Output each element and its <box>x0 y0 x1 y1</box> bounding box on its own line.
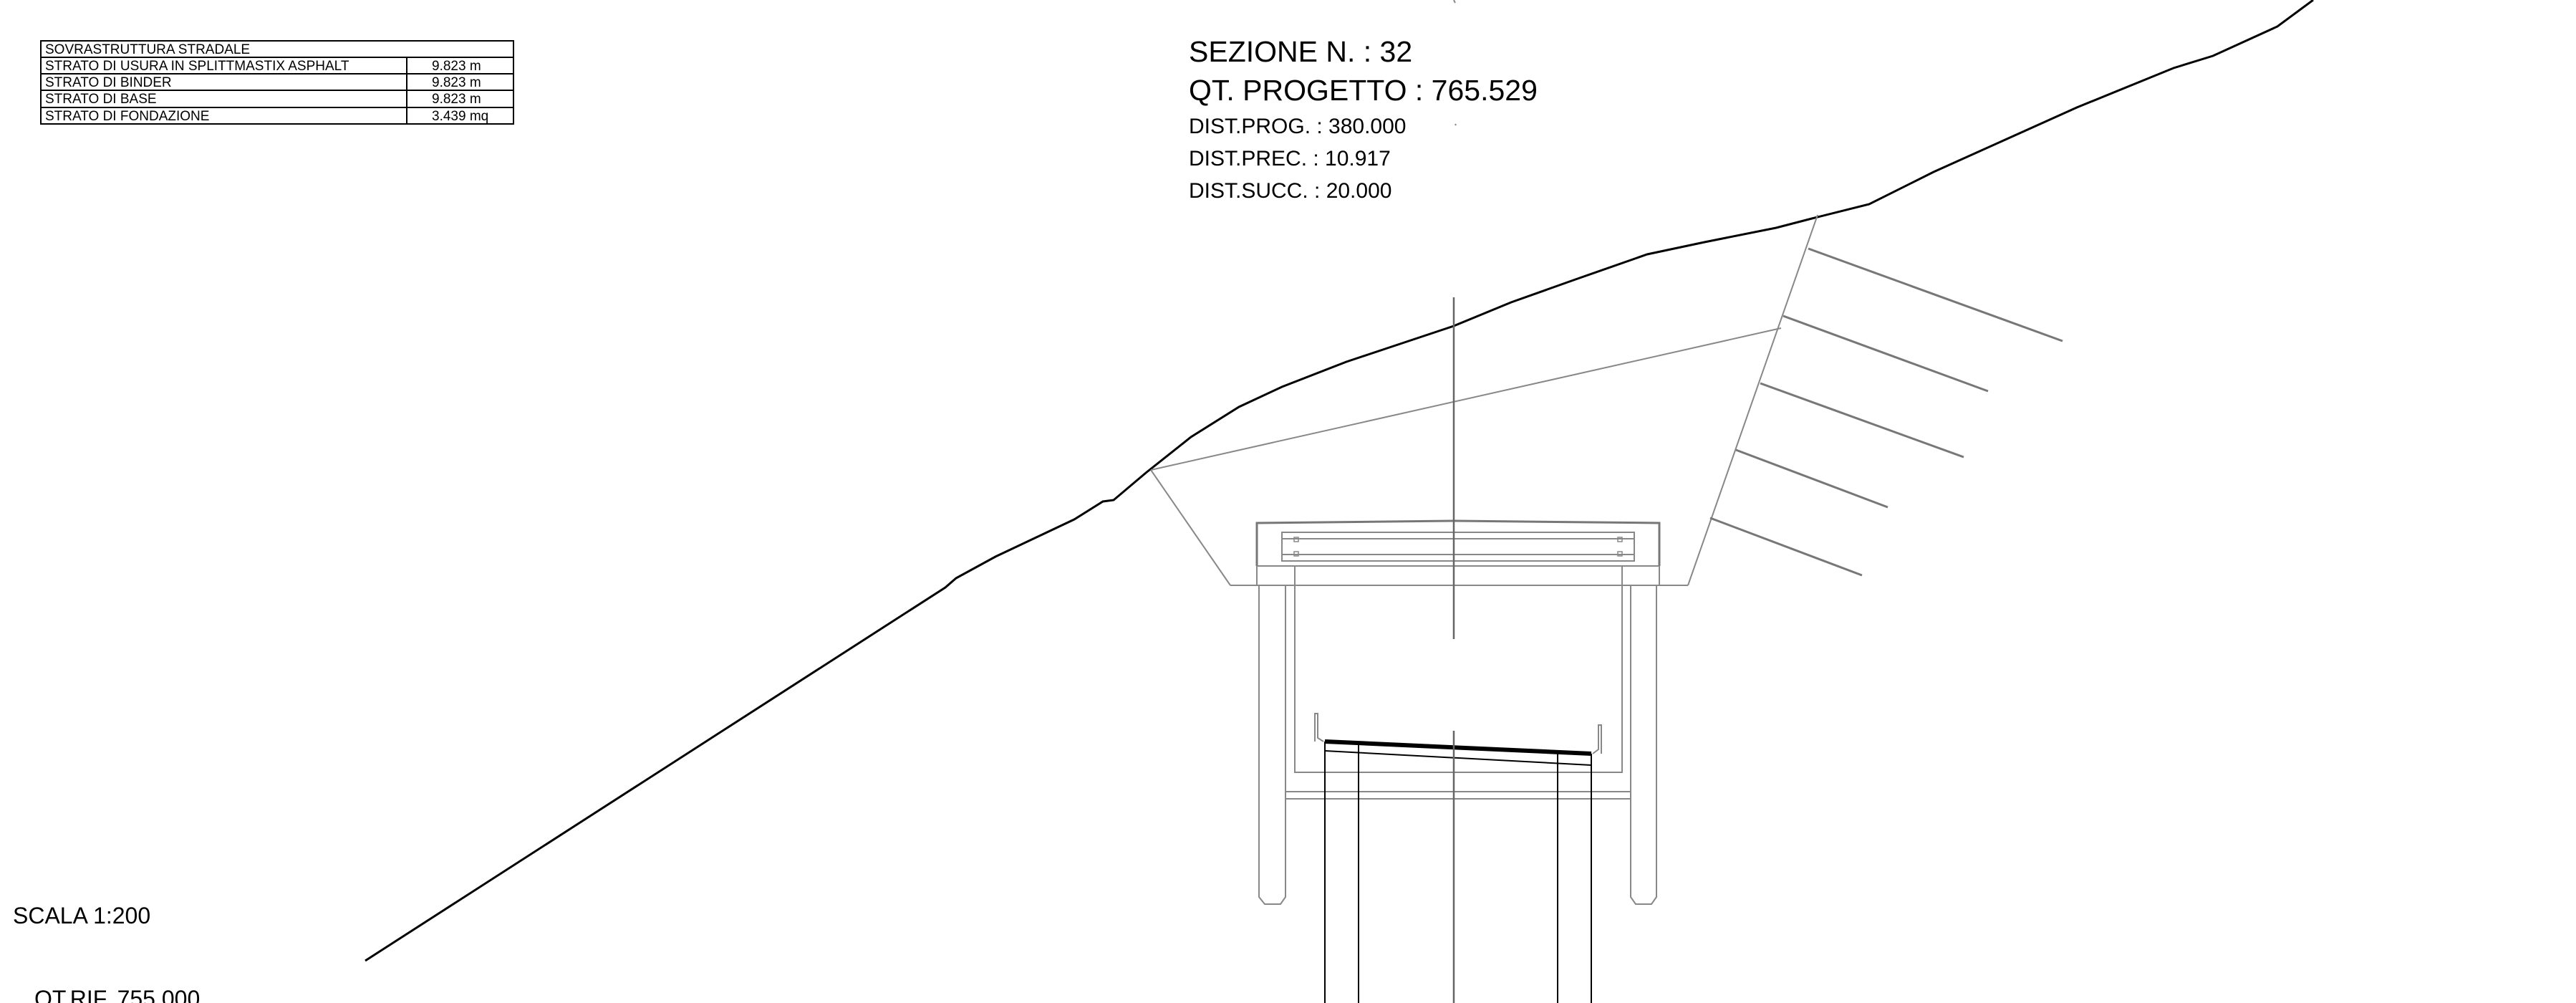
left-parapet <box>1314 713 1324 742</box>
lower-deck <box>1285 713 1631 1003</box>
right-cut-slope <box>1687 214 1818 586</box>
section-number: SEZIONE N. : 32 <box>1189 35 1412 68</box>
top-slab <box>1255 519 1661 586</box>
bolt <box>1617 551 1623 557</box>
table-row-value: 9.823 m <box>432 92 481 107</box>
table-row-value: 9.823 m <box>432 75 481 90</box>
ground-anchor <box>1808 247 2063 342</box>
left-cut-slope <box>1150 469 1231 586</box>
tick-mark <box>1453 0 1456 4</box>
table-row-label: STRATO DI BINDER <box>45 75 172 90</box>
ground-anchors <box>1709 247 2063 577</box>
table-row-label: STRATO DI BASE <box>45 92 157 107</box>
table-row-value: 3.439 mq <box>432 109 488 124</box>
deck-surface <box>1324 739 1592 756</box>
bolt <box>1293 551 1299 557</box>
table-row-label: STRATO DI FONDAZIONE <box>45 109 209 124</box>
ground-anchor <box>1760 382 1964 459</box>
deck-layer <box>1324 750 1592 766</box>
ground-anchor <box>1783 315 1989 393</box>
terrain-profile <box>365 0 2314 962</box>
reference-level-label: QT.RIF. 755.000 <box>34 986 200 1003</box>
road-box <box>1281 532 1635 562</box>
excavation-outline <box>1150 214 1818 586</box>
left-column <box>1258 585 1286 905</box>
right-column <box>1630 585 1657 905</box>
excavation-top-line <box>1150 327 1782 471</box>
table-header: SOVRASTRUTTURA STRADALE <box>45 42 250 57</box>
next-distance: DIST.SUCC. : 20.000 <box>1189 179 1391 203</box>
pavement-table: SOVRASTRUTTURA STRADALE STRATO DI USURA … <box>40 40 514 125</box>
previous-distance: DIST.PREC. : 10.917 <box>1189 147 1391 171</box>
ground-anchor <box>1735 448 1888 509</box>
bolt <box>1617 537 1623 542</box>
columns <box>1258 566 1657 905</box>
right-parapet <box>1592 724 1602 754</box>
progressive-distance: DIST.PROG. : 380.000 <box>1189 115 1406 138</box>
section-info: SEZIONE N. : 32 QT. PROGETTO : 765.529 D… <box>1189 35 1538 203</box>
bolt <box>1293 537 1299 542</box>
table-border <box>40 40 514 125</box>
design-level: QT. PROGETTO : 765.529 <box>1189 74 1538 107</box>
table-row-label: STRATO DI USURA IN SPLITTMASTIX ASPHALT <box>45 59 349 74</box>
tick-mark <box>1455 123 1457 126</box>
slab-outline <box>1255 519 1661 566</box>
table-row-value: 9.823 m <box>432 59 481 74</box>
ground-anchor <box>1709 517 1863 577</box>
lower-deck-frame <box>1294 738 1623 773</box>
scale-label: SCALA 1:200 <box>13 903 150 928</box>
